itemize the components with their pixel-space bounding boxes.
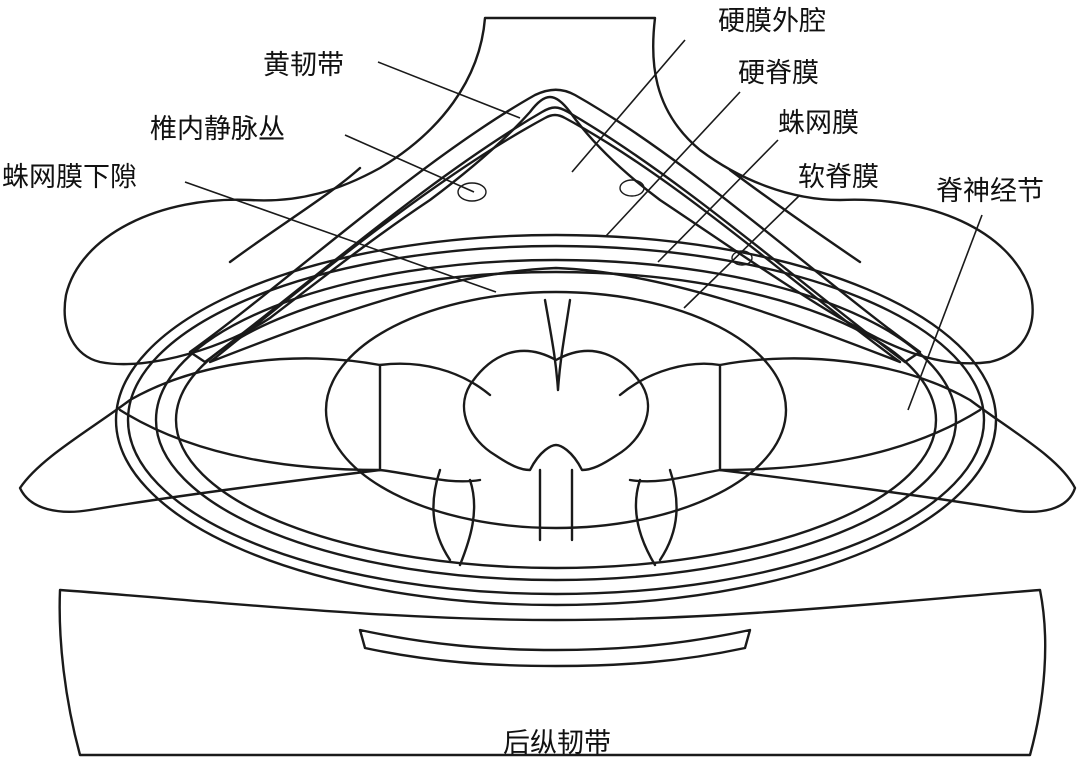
label-epidural-space: 硬膜外腔 [718,6,826,37]
label-internal-vertebral-venous-plexus: 椎内静脉丛 [150,114,285,145]
label-pia-mater: 软脊膜 [798,162,879,193]
label-dura-mater: 硬脊膜 [738,58,819,89]
label-leader-lines [184,39,983,411]
ventral-roots [432,468,678,567]
arachnoid-layer [154,258,958,582]
spinal-nerves [378,362,722,483]
label-ligamentum-flavum: 黄韧带 [263,50,344,81]
dura-mater [114,233,998,607]
vertebral-body [58,588,1047,757]
spinal-cord [324,290,788,542]
spinal-ganglion-right [718,357,1077,513]
label-arachnoid: 蛛网膜 [778,108,859,139]
label-spinal-ganglion: 脊神经节 [936,176,1044,207]
label-posterior-longitudinal-ligament: 后纵韧带 [503,728,611,759]
vertebral-arch [63,16,1034,366]
epidural-space-region [208,113,902,364]
label-subarachnoid-space: 蛛网膜下隙 [2,162,137,193]
nerve-root-sleeve-left [18,357,382,513]
posterior-longitudinal-ligament-band [358,628,752,668]
